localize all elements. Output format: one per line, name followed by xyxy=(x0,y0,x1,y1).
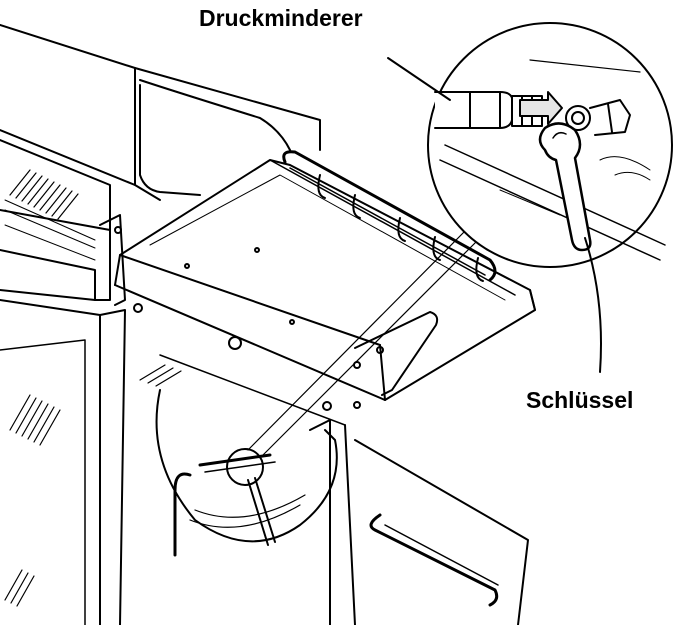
shelf-brackets xyxy=(94,214,439,409)
lower-detail-circle xyxy=(155,389,338,557)
left-cabinet xyxy=(0,24,136,625)
label-wrench: Schlüssel xyxy=(526,387,634,413)
cabinet-lid xyxy=(134,67,321,201)
zoom-leader-line xyxy=(247,227,469,451)
side-shelf xyxy=(114,150,536,411)
leader-druckminderer xyxy=(387,57,451,101)
label-pressure-regulator: Druckminderer xyxy=(199,5,363,31)
upper-detail-circle xyxy=(427,22,673,268)
leader-schluessel xyxy=(584,237,602,373)
frame-legs xyxy=(99,309,529,625)
